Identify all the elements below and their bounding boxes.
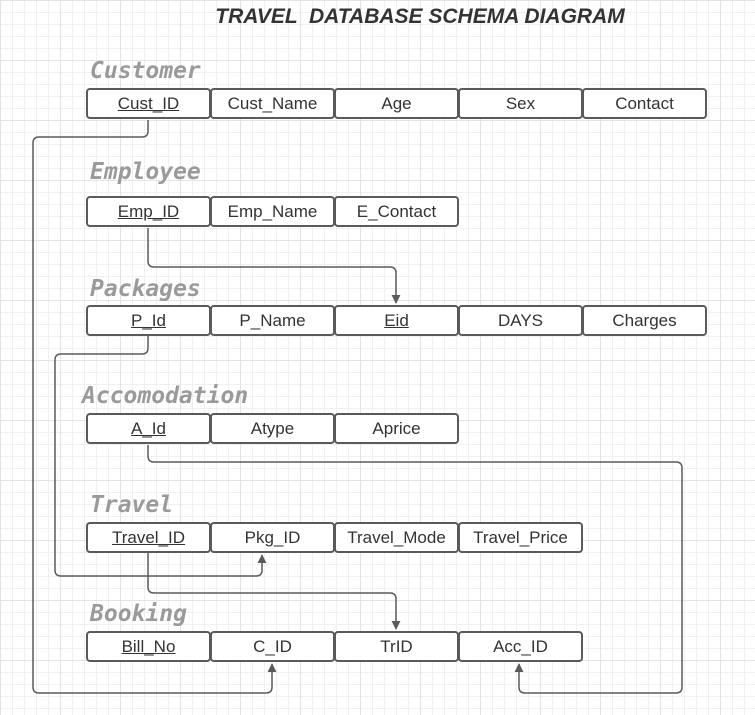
employee-field-e-contact: E_Contact: [334, 196, 459, 227]
customer-field-sex: Sex: [458, 88, 583, 119]
packages-field-eid: Eid: [334, 305, 459, 336]
entity-name-customer: Customer: [90, 58, 201, 84]
entity-name-packages: Packages: [90, 276, 201, 302]
accomodation-field-atype: Atype: [210, 413, 335, 444]
link-accomodation-to-booking: [147, 445, 683, 694]
accomodation-field-a-id: A_Id: [86, 413, 211, 444]
customer-field-cust-id: Cust_ID: [86, 88, 211, 119]
travel-field-pkg-id: Pkg_ID: [210, 522, 335, 553]
diagram-title: TRAVEL DATABASE SCHEMA DIAGRAM: [215, 5, 625, 28]
entity-name-employee: Employee: [90, 159, 201, 185]
entity-name-accomodation: Accomodation: [82, 383, 249, 409]
entity-name-booking: Booking: [90, 601, 187, 627]
travel-field-travel-id: Travel_ID: [86, 522, 211, 553]
link-employee-to-packages: [147, 228, 401, 304]
travel-field-travel-mode: Travel_Mode: [334, 522, 459, 553]
packages-field-p-name: P_Name: [210, 305, 335, 336]
link-customer-to-booking: [32, 120, 277, 694]
employee-field-emp-name: Emp_Name: [210, 196, 335, 227]
entity-name-travel: Travel: [90, 492, 174, 518]
booking-field-acc-id: Acc_ID: [458, 631, 583, 662]
link-travel-to-booking: [147, 553, 401, 630]
packages-field-p-id: P_Id: [86, 305, 211, 336]
packages-field-days: DAYS: [458, 305, 583, 336]
packages-field-charges: Charges: [582, 305, 707, 336]
customer-field-cust-name: Cust_Name: [210, 88, 335, 119]
booking-field-trid: TrID: [334, 631, 459, 662]
travel-field-travel-price: Travel_Price: [458, 522, 583, 553]
booking-field-c-id: C_ID: [210, 631, 335, 662]
booking-field-bill-no: Bill_No: [86, 631, 211, 662]
customer-field-age: Age: [334, 88, 459, 119]
accomodation-field-aprice: Aprice: [334, 413, 459, 444]
employee-field-emp-id: Emp_ID: [86, 196, 211, 227]
customer-field-contact: Contact: [582, 88, 707, 119]
link-packages-to-travel: [54, 336, 267, 577]
